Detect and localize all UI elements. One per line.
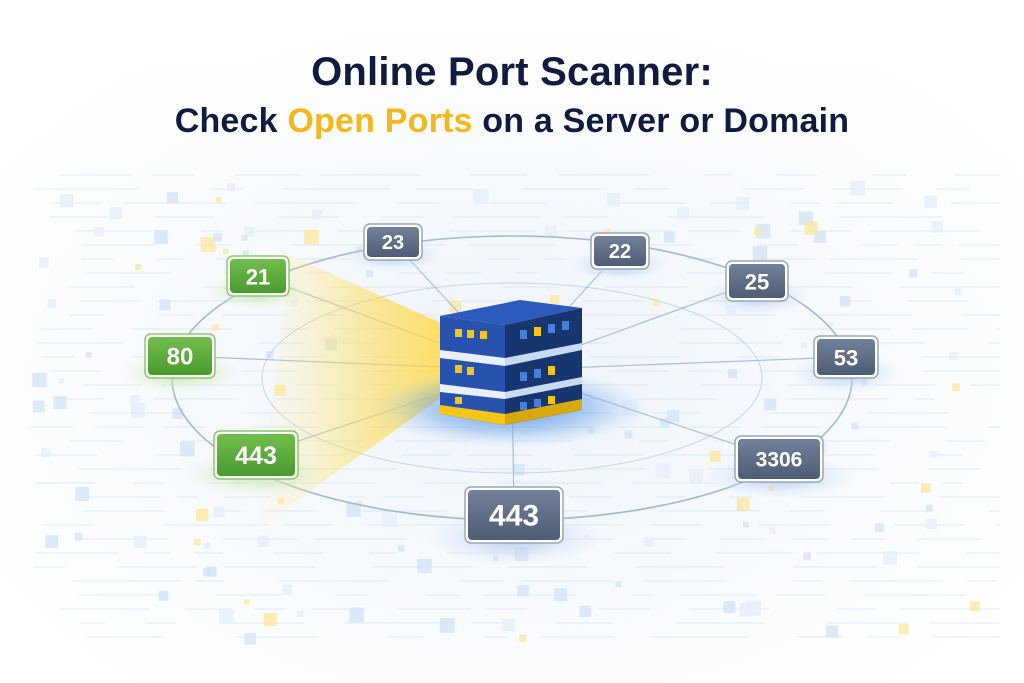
server-rack-icon	[440, 300, 582, 425]
open-port-badge-443: 443	[181, 430, 331, 497]
closed-port-badge-3306: 3306	[701, 435, 857, 499]
port-badge-body	[367, 227, 419, 257]
port-label: 23	[382, 232, 404, 254]
port-label: 80	[167, 344, 194, 371]
closed-port-badge-23: 23	[343, 223, 443, 272]
page-subtitle: Check Open Ports on a Server or Domain	[0, 100, 1024, 142]
subtitle-highlight: Open Ports	[287, 102, 473, 140]
port-label: 3306	[756, 449, 803, 472]
port-badge-body	[738, 439, 820, 479]
port-badges: 21 80 443 23 22 25 53 3306 443	[119, 223, 902, 565]
scan-ring-inner	[261, 282, 763, 474]
closed-port-badge-53: 53	[790, 335, 902, 394]
port-label: 22	[609, 241, 631, 263]
subtitle-part-1: Check	[174, 102, 288, 140]
port-label: 443	[235, 442, 277, 470]
port-label: 21	[246, 265, 270, 290]
port-badge-body	[729, 264, 785, 298]
port-label: 25	[745, 270, 769, 295]
page-title: Online Port Scanner:	[311, 50, 713, 94]
port-badge-body	[817, 339, 875, 375]
port-badge-body	[148, 337, 212, 375]
port-badge-body	[230, 259, 286, 293]
open-port-badge-80: 80	[119, 333, 241, 394]
port-badge-body	[217, 434, 295, 476]
port-label: 53	[834, 346, 858, 371]
open-port-badge-21: 21	[204, 255, 312, 310]
port-label: 443	[489, 500, 539, 533]
subtitle-part-2: on a Server or Domain	[472, 102, 850, 140]
closed-port-badge-443: 443	[426, 486, 602, 565]
closed-port-badge-25: 25	[703, 260, 811, 315]
port-badge-body	[594, 236, 646, 266]
port-badge-body	[468, 490, 560, 540]
closed-port-badge-22: 22	[570, 232, 670, 281]
